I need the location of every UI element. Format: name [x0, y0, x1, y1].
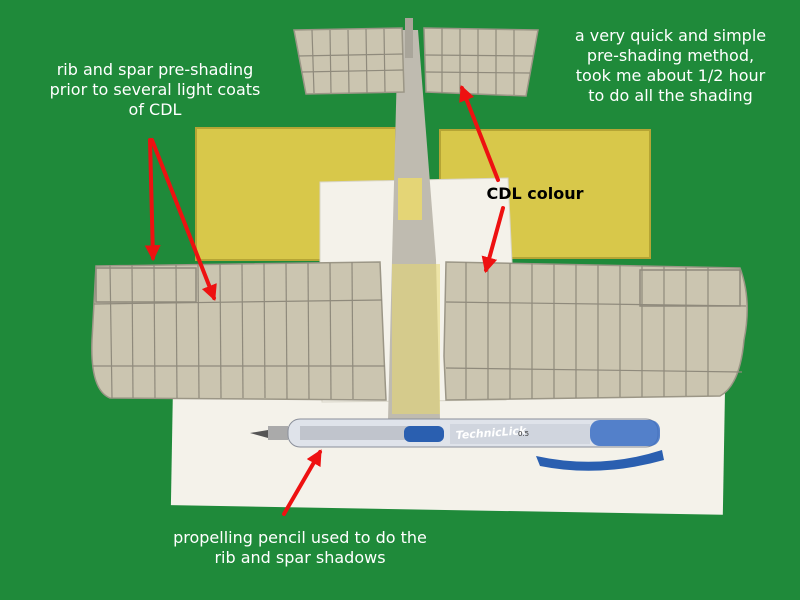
caption-rib-spar-preshading: rib and spar pre-shading prior to severa… — [20, 60, 290, 120]
caption-line: took me about 1/2 hour — [575, 66, 766, 85]
arrow-to-cdl-wing — [481, 206, 505, 274]
arrow-to-left-wingtip — [144, 138, 161, 262]
wing-left — [91, 261, 387, 401]
caption-line: of CDL — [128, 100, 182, 119]
caption-line: to do all the shading — [588, 86, 753, 105]
masking-tape-upper — [398, 178, 422, 220]
arrow-to-pencil — [282, 449, 322, 516]
tailplane-left — [293, 27, 405, 95]
pencil-lead-label: 0.5 — [518, 430, 529, 438]
arrows — [144, 85, 505, 516]
arrow-to-tailplane — [459, 85, 500, 182]
caption-line: pre-shading method, — [586, 46, 755, 65]
caption-line: propelling pencil used to do the — [173, 528, 427, 547]
caption-propelling-pencil: propelling pencil used to do the rib and… — [140, 528, 460, 568]
tailplane-right — [423, 27, 539, 97]
caption-line: rib and spar shadows — [214, 548, 386, 567]
caption-line: prior to several light coats — [49, 80, 261, 99]
masking-tape-lower — [392, 264, 440, 414]
caption-line: CDL colour — [486, 184, 584, 203]
fin — [405, 18, 413, 58]
arrow-to-left-wing-ribs — [150, 138, 217, 301]
pencil-brand-label: TechnicLick — [455, 424, 527, 442]
caption-cdl-colour: CDL colour — [470, 184, 600, 204]
caption-quick-method: a very quick and simple pre-shading meth… — [548, 26, 793, 106]
caption-line: rib and spar pre-shading — [56, 60, 254, 79]
wing-right — [443, 261, 748, 401]
caption-line: a very quick and simple — [574, 26, 767, 45]
propelling-pencil — [250, 418, 664, 471]
